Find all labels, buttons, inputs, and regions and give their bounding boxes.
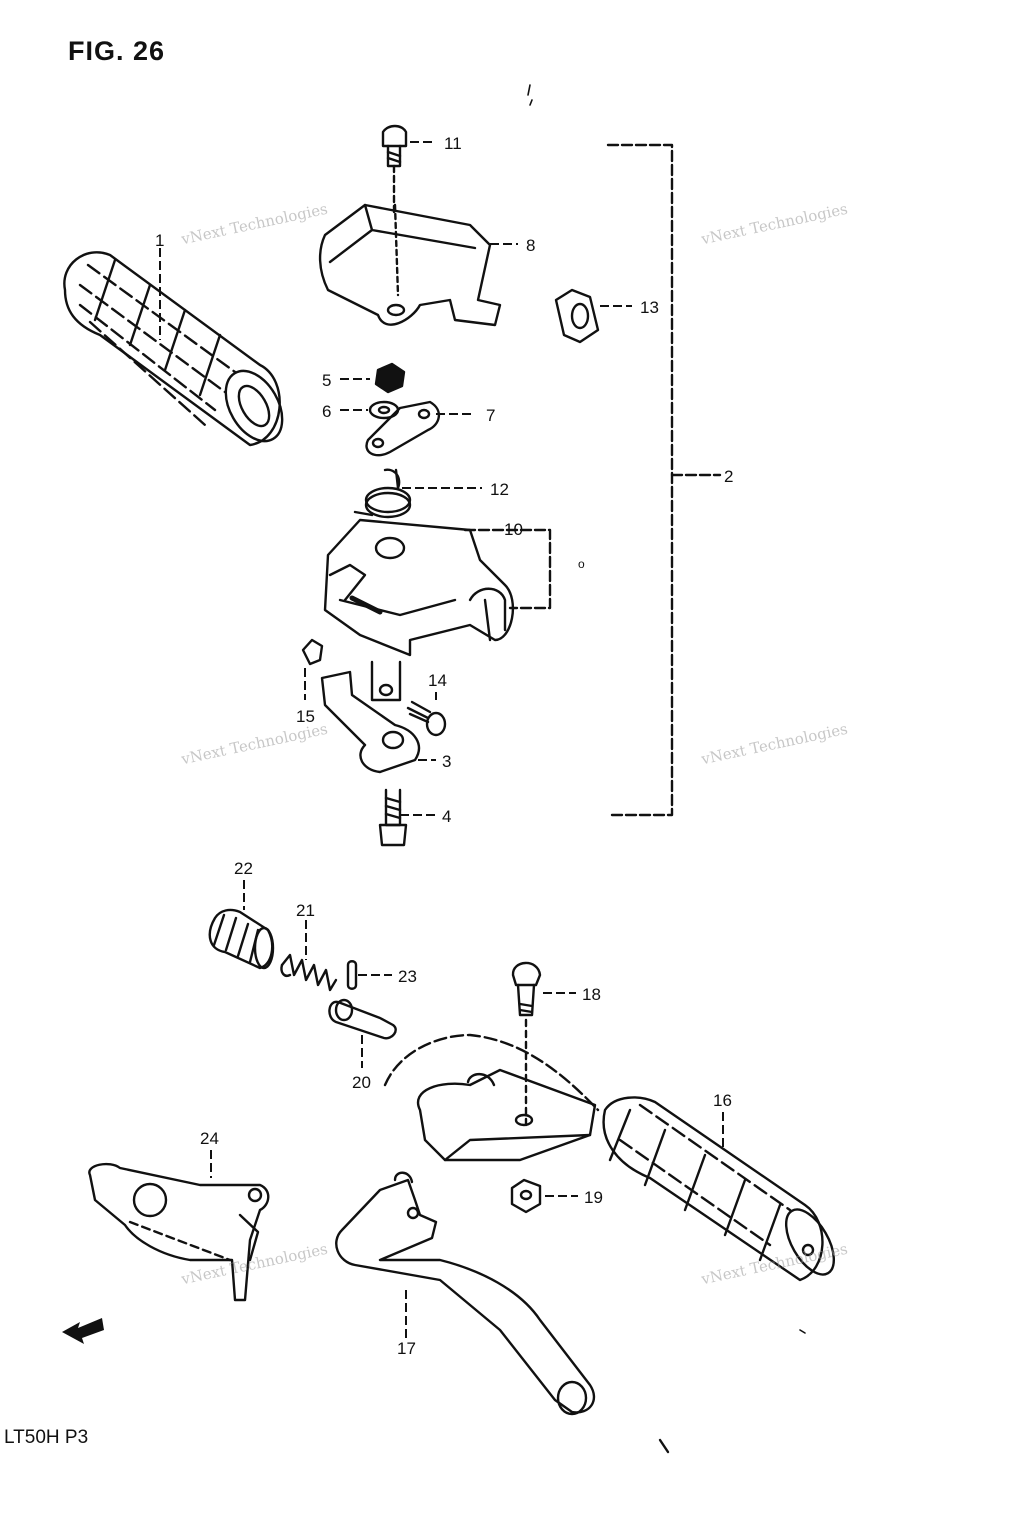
- part-13-cap: [554, 288, 600, 344]
- callout-23: 23: [398, 967, 417, 986]
- part-15-nut: [301, 638, 324, 666]
- part-16-bracket-and-grip: [383, 1033, 836, 1282]
- part-11-screw: [381, 124, 408, 217]
- callout-13: 13: [640, 298, 659, 317]
- part-22-boot: [208, 908, 275, 970]
- callout-14: 14: [428, 671, 447, 690]
- callout-2: 2: [724, 467, 733, 486]
- callout-15: 15: [296, 707, 315, 726]
- callout-17: 17: [397, 1339, 416, 1358]
- model-code: LT50H P3: [4, 1427, 89, 1448]
- callout-16: 16: [713, 1091, 732, 1110]
- callout-21: 21: [296, 901, 315, 920]
- assembly-bracket-2: [463, 143, 722, 817]
- part-23-pin: [346, 960, 358, 990]
- callout-5: 5: [322, 371, 331, 390]
- part-5-nut: [374, 362, 406, 394]
- part-21-spring: [280, 953, 338, 992]
- part-12-spring: [353, 468, 412, 519]
- part-1-left-grip: [63, 251, 284, 447]
- callout-19: 19: [584, 1188, 603, 1207]
- part-14-screw: [406, 700, 447, 737]
- callout-7: 7: [486, 406, 495, 425]
- part-8-upper-housing: [318, 203, 502, 327]
- callout-10: 10: [504, 520, 523, 539]
- callout-1: 1: [155, 231, 164, 250]
- callout-24: 24: [200, 1129, 219, 1148]
- callout-20: 20: [352, 1073, 371, 1092]
- callout-12: 12: [490, 480, 509, 499]
- part-4-bolt: [378, 788, 408, 847]
- callout-9-stray: o: [578, 557, 585, 571]
- callout-6: 6: [322, 402, 331, 421]
- callout-labels: 1 2 3 4 5 6 7 8 10 11 12 13 14 15 16 17 …: [155, 134, 733, 1358]
- figure-title: FIG. 26: [68, 36, 166, 66]
- callout-22: 22: [234, 859, 253, 878]
- callout-8: 8: [526, 236, 535, 255]
- callout-18: 18: [582, 985, 601, 1004]
- front-direction-arrow-icon: [62, 1318, 104, 1344]
- part-7-plate: [365, 400, 440, 457]
- callout-4: 4: [442, 807, 451, 826]
- part-20-pin: [328, 998, 397, 1040]
- callout-11: 11: [444, 134, 462, 153]
- part-10-lower-housing: [323, 518, 515, 657]
- callout-3: 3: [442, 752, 451, 771]
- part-17-lever: [335, 1171, 596, 1416]
- part-18-bolt: [511, 961, 542, 1127]
- part-19-nut: [510, 1178, 542, 1214]
- part-3-throttle-lever: [320, 660, 421, 774]
- part-24-guard: [88, 1162, 270, 1302]
